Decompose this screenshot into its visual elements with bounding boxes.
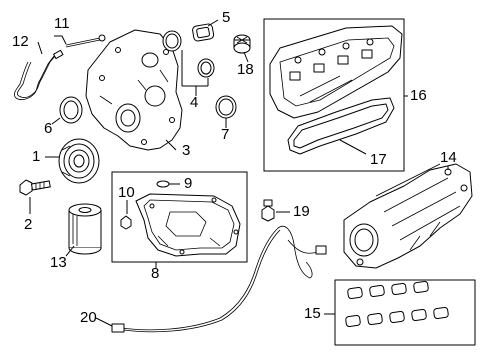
callout-20: 20	[80, 309, 97, 326]
thermostat-gasket-part	[192, 23, 215, 42]
oil-pan-gasket-ring-part	[156, 180, 170, 188]
front-crank-seal-part	[59, 96, 83, 124]
valve-cover-gasket-part	[287, 97, 395, 155]
callout-3: 3	[182, 142, 190, 159]
callout-2: 2	[24, 216, 32, 233]
valve-cover-group-box	[263, 18, 405, 172]
callout-16: 16	[410, 87, 427, 104]
oil-pan-part	[135, 193, 241, 257]
intake-gasket-set-part	[334, 279, 476, 346]
oil-filter-part	[68, 203, 102, 255]
callout-11: 11	[54, 15, 70, 32]
callout-18: 18	[237, 61, 254, 78]
timing-cover-part	[85, 29, 183, 151]
callout-4: 4	[190, 94, 198, 111]
gasket-ring-a-part	[162, 30, 182, 52]
leader-3	[165, 139, 177, 151]
drain-plug-part	[120, 215, 132, 230]
leader-11	[54, 35, 67, 45]
leader-18	[243, 51, 249, 63]
damper-bolt-part	[19, 179, 51, 196]
leader-17	[339, 139, 367, 155]
callout-7: 7	[221, 126, 229, 143]
gasket-ring-b-part	[197, 58, 215, 78]
sensor-wiring-harness-part	[111, 225, 327, 333]
oil-filler-cap-part	[233, 34, 251, 54]
leader-4	[181, 50, 209, 96]
callout-14: 14	[440, 149, 457, 166]
callout-12: 12	[12, 33, 29, 50]
leader-13	[65, 245, 75, 257]
callout-1: 1	[32, 148, 40, 165]
callout-9: 9	[184, 175, 192, 192]
callout-8: 8	[151, 265, 159, 282]
callout-15: 15	[304, 305, 321, 322]
callout-19: 19	[293, 203, 310, 220]
callout-10: 10	[118, 184, 135, 201]
dipstick-part	[65, 34, 106, 48]
intake-manifold-part	[343, 163, 473, 269]
leader-20	[95, 317, 113, 327]
leader-5	[207, 19, 219, 27]
callout-13: 13	[50, 254, 67, 271]
callout-5: 5	[222, 9, 230, 26]
leader-6	[51, 117, 61, 125]
oil-pan-group-box	[111, 171, 248, 263]
leader-12	[37, 41, 43, 55]
dipstick-tube-part	[13, 49, 64, 101]
valve-cover-part	[269, 25, 403, 119]
water-pump-seal-part	[215, 95, 237, 119]
oil-pressure-sensor-part	[261, 199, 275, 222]
callout-17: 17	[370, 151, 387, 168]
callout-6: 6	[44, 120, 52, 137]
crankshaft-damper-part	[58, 138, 100, 184]
